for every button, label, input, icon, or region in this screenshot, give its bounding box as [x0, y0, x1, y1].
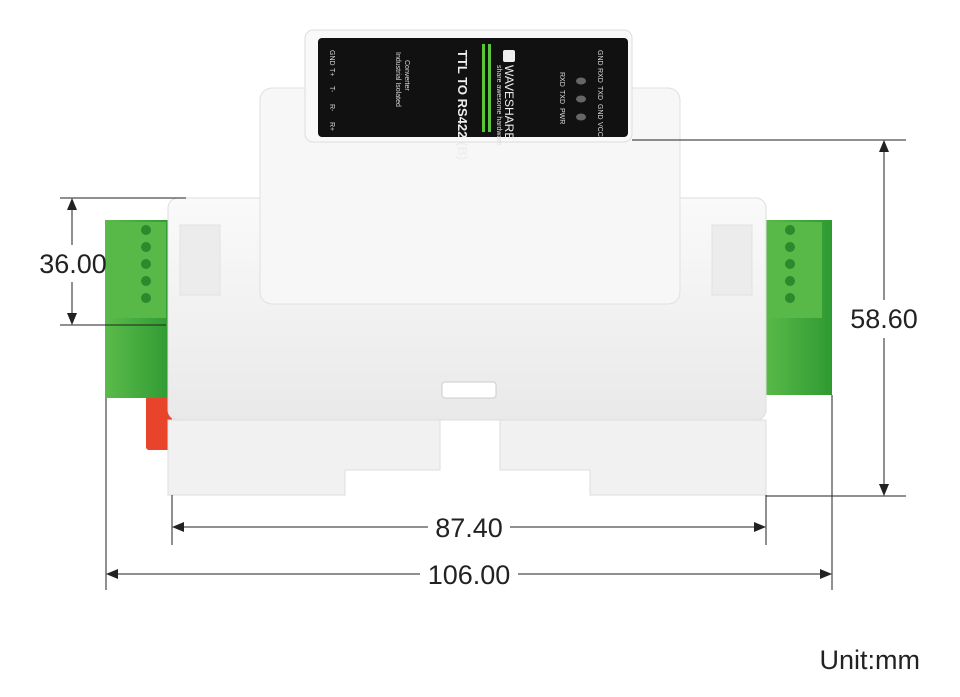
left-pin-label: R+ [328, 122, 335, 131]
model-name: TTL TO RS422 (B) [455, 50, 470, 160]
left-pin-label: T+ [328, 68, 335, 76]
terminal-height-label: 36.00 [39, 249, 107, 279]
subtitle-line1: Industrial Isolated [394, 52, 401, 107]
brand-name: WAVESHARE [502, 65, 516, 140]
total-width-label: 106.00 [428, 560, 511, 590]
unit-label: Unit:mm [820, 645, 921, 675]
left-terminal-block [105, 220, 171, 398]
led-rxd [576, 77, 586, 85]
din-rail-clip [146, 396, 172, 450]
brand-slogan: share awesome hardware [495, 65, 502, 146]
right-pin-label: RXD [596, 68, 603, 83]
subtitle-line2: Converter [403, 60, 410, 91]
led-pwr [576, 113, 586, 121]
led-txd [576, 95, 586, 103]
led-label: PWR [558, 108, 565, 124]
left-pin-label: R- [328, 104, 335, 112]
right-pin-label: VCC [596, 122, 603, 137]
body-width-label: 87.40 [435, 513, 503, 543]
product-label: GND T+ T- R- R+ Industrial Isolated Conv… [318, 38, 628, 160]
right-pin-label: GND [596, 104, 603, 120]
right-pin-label: TXD [596, 86, 603, 100]
led-label: RXD [558, 72, 565, 87]
waveshare-logo-icon [503, 50, 515, 62]
right-terminal-block [762, 220, 832, 395]
led-label: TXD [558, 90, 565, 104]
body-height-label: 58.60 [850, 304, 918, 334]
arrowheads [67, 140, 889, 579]
left-pin-label: T- [328, 86, 335, 93]
left-pin-label: GND [328, 50, 335, 66]
right-pin-label: GND [596, 50, 603, 66]
